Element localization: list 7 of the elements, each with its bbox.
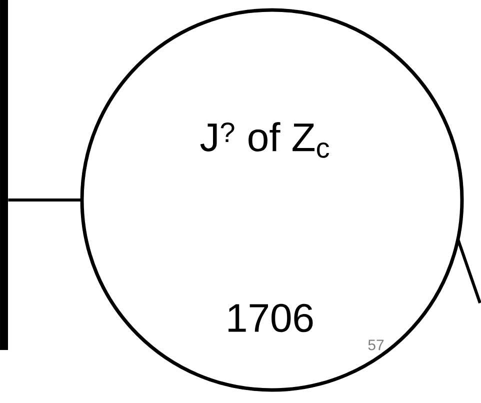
vertical-bar xyxy=(0,0,8,350)
handwritten-text: J$^{?}$ of Z$_{c}$ xyxy=(200,122,330,158)
circle xyxy=(80,8,464,392)
handwritten-text: 1706 xyxy=(228,304,313,332)
connector-line xyxy=(8,198,82,202)
connector-line xyxy=(456,239,481,304)
slide-number: 57 xyxy=(368,340,384,350)
